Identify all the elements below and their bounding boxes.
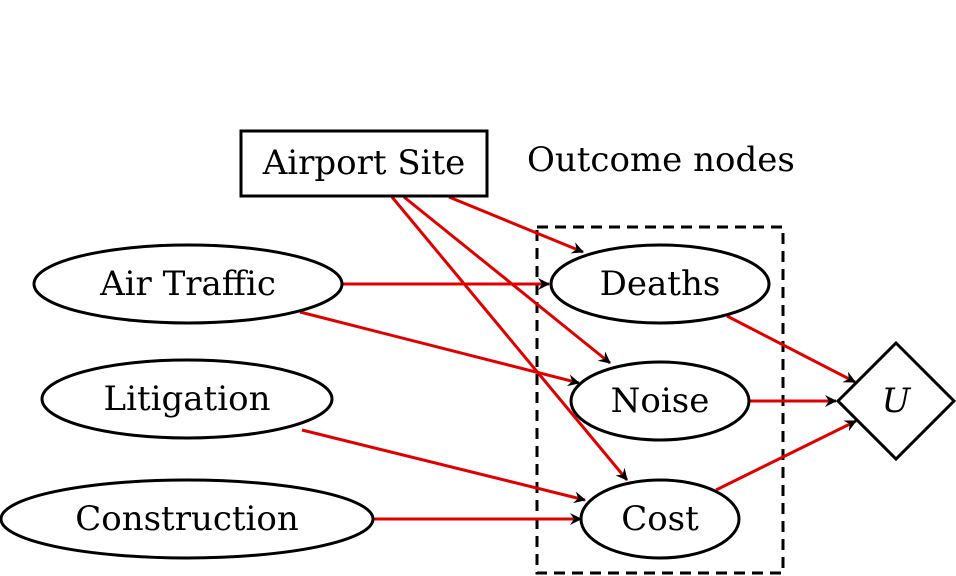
edge-deaths-to-utility — [726, 314, 856, 384]
cost-label: Cost — [621, 499, 699, 539]
node-noise[interactable]: Noise — [569, 360, 751, 442]
edge-air-traffic-to-noise — [299, 310, 580, 387]
construction-label: Construction — [75, 499, 299, 539]
edge-airport-site-to-deaths — [448, 195, 584, 254]
node-deaths[interactable]: Deaths — [549, 243, 771, 325]
airport-site-label: Airport Site — [262, 143, 466, 183]
air-traffic-ellipse — [32, 243, 344, 325]
node-cost[interactable]: Cost — [579, 478, 741, 560]
edge-litigation-to-cost — [301, 428, 586, 504]
node-air-traffic[interactable]: Air Traffic — [32, 243, 344, 325]
node-airport-site[interactable]: Airport Site — [239, 129, 489, 198]
noise-label: Noise — [611, 381, 710, 421]
node-litigation[interactable]: Litigation — [40, 358, 334, 440]
utility-diamond — [835, 340, 956, 462]
deaths-label: Deaths — [600, 264, 721, 304]
litigation-label: Litigation — [104, 379, 271, 419]
noise-ellipse — [569, 360, 751, 442]
node-utility[interactable]: U — [835, 340, 956, 462]
construction-ellipse — [0, 478, 375, 560]
outcome-nodes-label: Outcome nodes — [527, 140, 795, 180]
edges-layer — [299, 195, 857, 525]
airport-site-box — [239, 129, 489, 198]
air-traffic-label: Air Traffic — [99, 264, 276, 304]
utility-label: U — [882, 381, 912, 421]
edge-cost-to-utility — [715, 419, 857, 492]
edge-airport-site-to-cost — [390, 196, 629, 481]
edge-airport-site-to-noise — [403, 195, 611, 365]
cost-ellipse — [579, 478, 741, 560]
litigation-ellipse — [40, 358, 334, 440]
node-construction[interactable]: Construction — [0, 478, 375, 560]
deaths-ellipse — [549, 243, 771, 325]
